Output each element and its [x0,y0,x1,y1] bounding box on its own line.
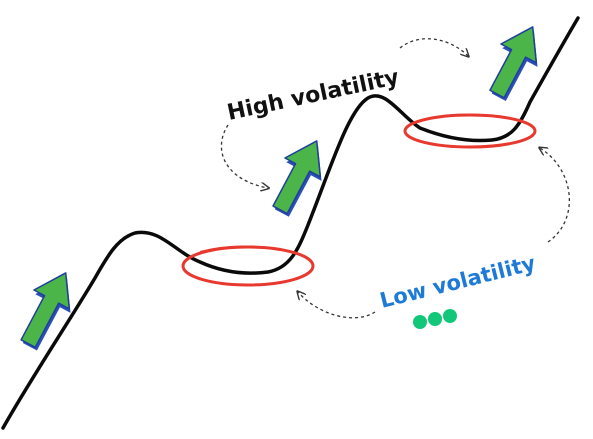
up-arrow-icon-3 [485,22,541,102]
high-to-right-arrow [399,38,468,56]
price-curve [1,16,580,430]
dot [413,315,427,329]
up-arrow-icon-2 [269,136,325,218]
high-to-left-arrow [220,124,268,188]
up-arrow-icon-1 [17,268,74,352]
low-to-right-arrow [540,148,570,243]
dot [428,312,442,326]
low-volatility-zone-1 [181,245,315,287]
dots-indicator [413,309,457,329]
low-volatility-zone-2-overlap [417,113,506,123]
low-volatility-zone-1-overlap [199,245,281,253]
low-to-left-arrow [298,292,376,319]
low-volatility-label: Low volatility [377,251,538,313]
dot [443,309,457,323]
